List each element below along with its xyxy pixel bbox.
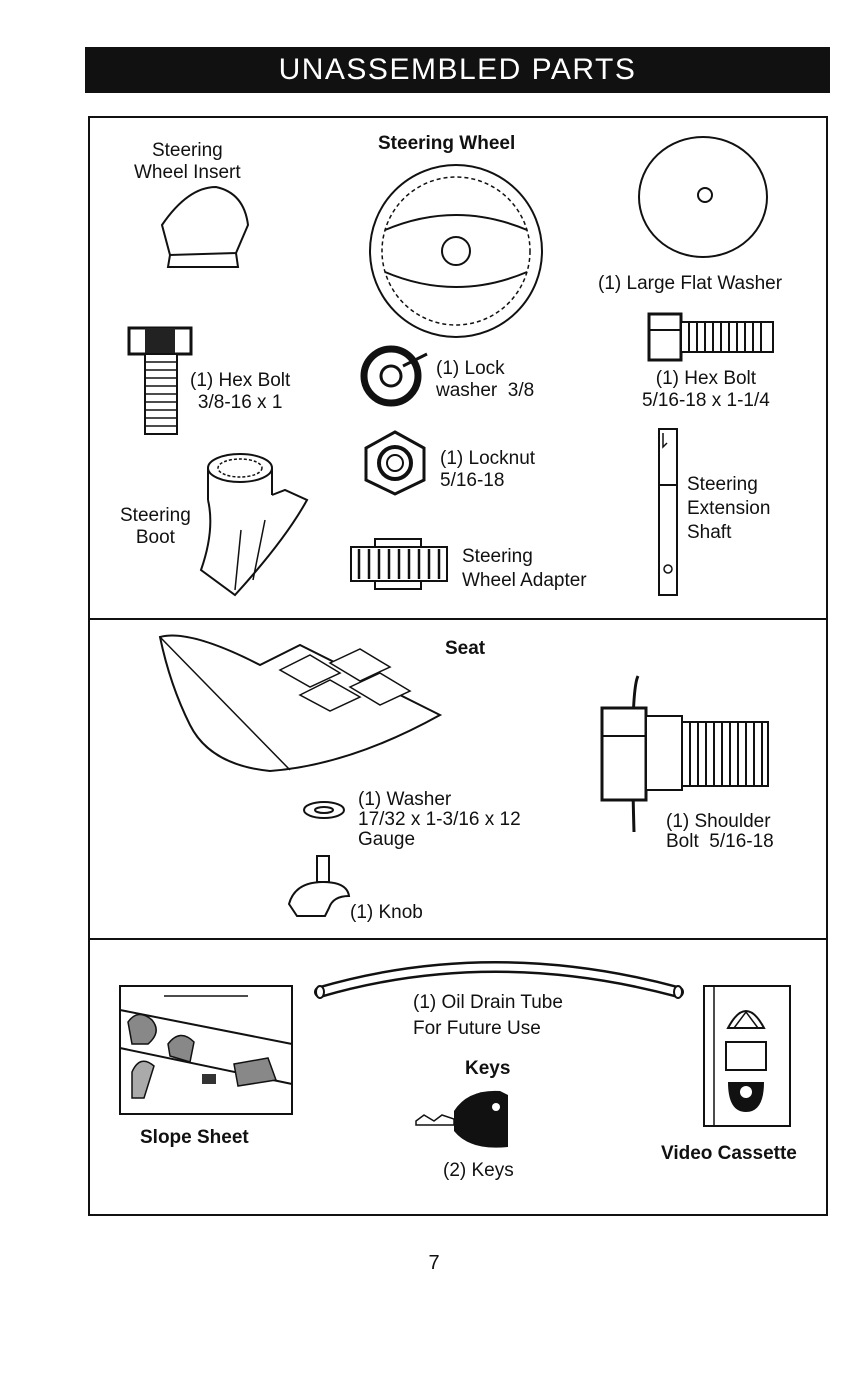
steering-wheel-insert-icon bbox=[160, 185, 250, 268]
slope-sheet-label: Slope Sheet bbox=[140, 1127, 249, 1148]
hex-bolt-5-16-label: (1) Hex Bolt 5/16-18 x 1-1/4 bbox=[642, 368, 770, 411]
oil-drain-tube-icon bbox=[314, 961, 684, 999]
steering-wheel-adapter-label: Steering Wheel Adapter bbox=[462, 546, 587, 591]
washer-label: (1) Washer 17/32 x 1-3/16 x 12 Gauge bbox=[358, 789, 521, 850]
hex-bolt-3-8-label: (1) Hex Bolt 3/8-16 x 1 bbox=[190, 370, 291, 413]
washer-icon bbox=[303, 801, 345, 819]
lock-washer-label: (1) Lock washer 3/8 bbox=[436, 358, 535, 401]
steering-wheel-label: Steering Wheel bbox=[378, 133, 516, 154]
steering-wheel-icon bbox=[369, 164, 543, 338]
large-flat-washer-label: (1) Large Flat Washer bbox=[598, 273, 783, 294]
steering-wheel-insert-label: Steering Wheel Insert bbox=[134, 140, 241, 183]
page-title: UNASSEMBLED PARTS bbox=[85, 47, 830, 93]
key-icon bbox=[415, 1090, 508, 1148]
locknut-label: (1) Locknut 5/16-18 bbox=[440, 448, 536, 491]
shoulder-bolt-icon bbox=[600, 675, 769, 833]
steering-boot-label: Steering Boot bbox=[120, 505, 191, 548]
keys-heading: Keys bbox=[465, 1058, 511, 1079]
page-number: 7 bbox=[428, 1252, 440, 1274]
knob-label: (1) Knob bbox=[350, 902, 423, 923]
steering-wheel-adapter-icon bbox=[350, 538, 448, 590]
steering-extension-shaft-icon bbox=[658, 428, 678, 596]
large-flat-washer-icon bbox=[638, 136, 768, 258]
seat-icon bbox=[158, 634, 443, 773]
video-cassette-label: Video Cassette bbox=[661, 1143, 797, 1164]
hex-bolt-3-8-icon bbox=[127, 326, 193, 435]
hex-bolt-5-16-icon bbox=[647, 312, 774, 362]
steering-boot-icon bbox=[199, 453, 309, 597]
video-cassette-icon bbox=[703, 985, 791, 1127]
lock-washer-icon bbox=[360, 345, 428, 407]
misc-parts-panel bbox=[88, 938, 828, 1216]
knob-icon bbox=[287, 855, 351, 917]
locknut-icon bbox=[364, 430, 426, 496]
oil-drain-tube-label: (1) Oil Drain Tube For Future Use bbox=[413, 992, 563, 1039]
seat-label: Seat bbox=[445, 638, 486, 659]
slope-sheet-icon bbox=[119, 985, 293, 1115]
keys-label: (2) Keys bbox=[443, 1160, 514, 1181]
shoulder-bolt-label: (1) Shoulder Bolt 5/16-18 bbox=[666, 811, 774, 852]
steering-extension-shaft-label: Steering Extension Shaft bbox=[687, 474, 771, 543]
